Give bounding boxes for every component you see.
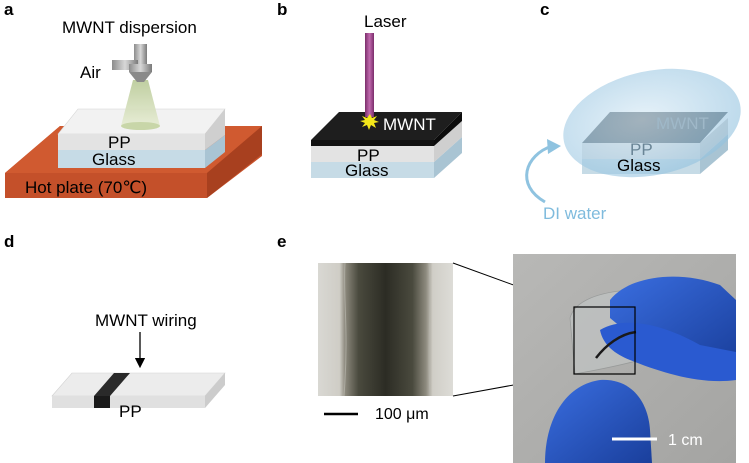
glass-layer-a: Glass — [58, 135, 225, 169]
spray-nozzle-icon — [112, 44, 152, 82]
water-arrow-icon — [525, 144, 553, 204]
laser-spot-icon — [360, 114, 379, 130]
panel-letter-d: d — [4, 232, 14, 251]
panel-letter-c: c — [540, 0, 549, 19]
laser-beam — [365, 33, 374, 117]
photograph: 1 cm — [513, 254, 736, 463]
mwnt-label-b: MWNT — [383, 115, 436, 134]
zoom-box — [573, 306, 636, 375]
air-label: Air — [80, 63, 101, 82]
glass-layer-b — [311, 162, 434, 178]
micrograph — [318, 263, 453, 396]
spray-cone — [121, 80, 160, 126]
pp-label-d: PP — [119, 402, 142, 421]
printed-wire — [595, 330, 637, 359]
glass-label-c: Glass — [617, 156, 660, 175]
glove-lower — [545, 379, 652, 463]
panel-letter-b: b — [277, 0, 287, 19]
mwnt-label-c: MWNT — [656, 114, 709, 133]
mwnt-layer-b — [311, 112, 462, 146]
panel-letter-e: e — [277, 232, 286, 251]
mwnt-wire — [94, 373, 130, 396]
mwnt-dispersion-label: MWNT dispersion — [62, 18, 197, 37]
pp-label-b: PP — [357, 146, 380, 165]
pp-layer-b — [311, 146, 434, 162]
mwnt-wiring-label: MWNT wiring — [95, 311, 197, 330]
glass-label-b: Glass — [345, 161, 388, 180]
panel-d: d MWNT wiring PP — [4, 232, 226, 421]
panel-letter-a: a — [4, 0, 14, 19]
pp-label-a: PP — [108, 133, 131, 152]
di-water-label: DI water — [543, 204, 607, 223]
scale-label-photo: 1 cm — [668, 432, 703, 449]
panel-a: a MWNT dispersion Air Hot plate (70℃) Gl… — [4, 0, 262, 198]
laser-label: Laser — [364, 12, 407, 31]
panel-c: c MWNT PP Glass DI water — [525, 0, 741, 223]
glass-label-a: Glass — [92, 150, 135, 169]
scale-label-micro: 100 μm — [375, 406, 429, 423]
pp-substrate-d — [51, 372, 226, 408]
panel-b: b Laser Glass PP MWNT — [277, 0, 462, 180]
spray-spot — [121, 122, 160, 130]
hot-plate-label: Hot plate (70℃) — [25, 178, 147, 197]
panel-e: e 100 μm 1 cm — [277, 232, 736, 463]
pp-label-c: PP — [630, 140, 653, 159]
water-droplet — [563, 68, 741, 178]
